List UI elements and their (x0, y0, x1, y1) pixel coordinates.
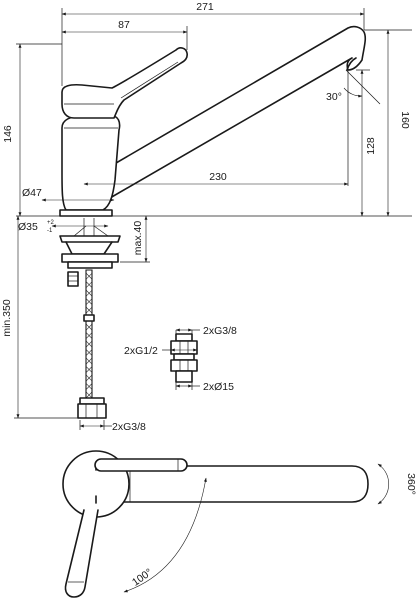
label-hose-thread: 2xG3/8 (112, 421, 146, 433)
side-view (40, 25, 367, 419)
label-lever-reach: 87 (118, 19, 130, 31)
label-spout-reach: 230 (209, 171, 227, 183)
label-min-hose: min.350 (1, 299, 13, 337)
label-swivel-angle: 360° (405, 473, 416, 495)
label-body-diameter: Ø47 (22, 187, 42, 199)
label-total-height: 160 (399, 111, 411, 129)
label-adapter-top: 2xG3/8 (203, 325, 237, 337)
label-overall-reach: 271 (196, 1, 214, 13)
label-spout-angle: 30° (326, 91, 342, 103)
label-hole-tolerance-plus: +2 (47, 220, 55, 226)
label-adapter-bottom: 2xØ15 (203, 381, 234, 393)
label-lever-angle: 100° (130, 566, 155, 588)
label-hole-diameter: Ø35 (18, 221, 38, 233)
side-view-dimensions (14, 8, 412, 430)
label-spout-height: 128 (365, 137, 377, 155)
top-view (62, 450, 390, 598)
label-hole-tolerance-minus: -1 (47, 228, 53, 234)
label-adapter-mid: 2xG1/2 (124, 345, 158, 357)
label-max-deck: max.40 (132, 221, 144, 256)
label-body-height: 146 (2, 125, 14, 143)
adapter-fitting (170, 333, 198, 383)
